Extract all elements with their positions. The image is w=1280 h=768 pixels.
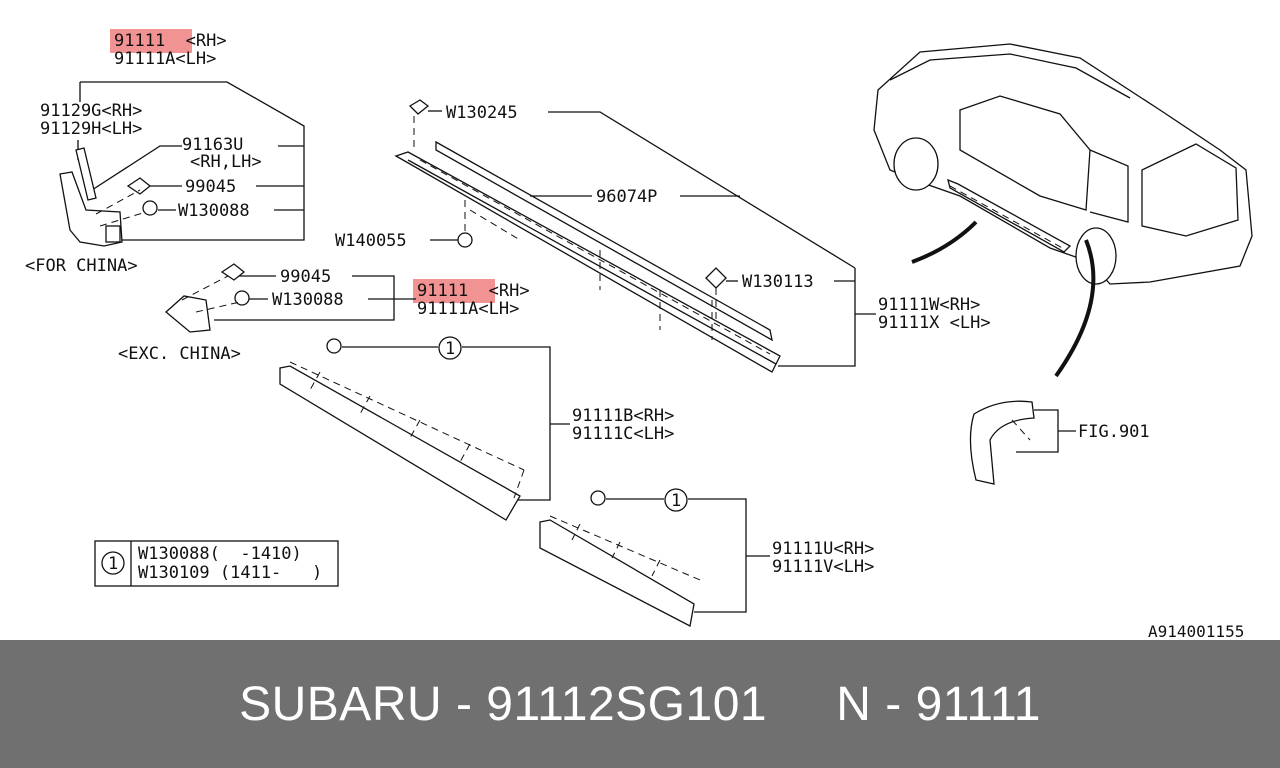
reference-number: A914001155	[1148, 622, 1244, 640]
clip-99045-b-part	[220, 263, 246, 281]
label-top-main-lh: 91111A<LH>	[114, 49, 216, 69]
clip-bc-part	[326, 338, 342, 354]
label-w130088-b: W130088	[272, 290, 344, 310]
garnish-uv-part	[539, 519, 695, 627]
garnish-bc-part	[279, 365, 521, 521]
label-91163u: 91163U	[182, 135, 243, 155]
label-91163u-side: <RH,LH>	[190, 152, 262, 172]
label-91129h: 91129H<LH>	[40, 119, 142, 139]
bracket-exc-china	[214, 275, 395, 321]
car-illustration: FIG.901	[873, 43, 1253, 485]
label-91111b: 91111B<RH>	[572, 406, 674, 426]
label-96074p: 96074P	[596, 187, 657, 207]
legend-box: 1 W130088( -1410) W130109 (1411- )	[94, 540, 339, 587]
label-99045-b: 99045	[280, 267, 331, 287]
legend-line-1: W130088( -1410)	[138, 544, 302, 564]
label-w130088-a: W130088	[178, 201, 250, 221]
diagram-canvas: 91111 <RH> 91111A<LH> 91129G<RH> 91129H<…	[25, 29, 1253, 640]
label-w130113: W130113	[742, 272, 814, 292]
exc-china-group: 99045 W130088 91111 <RH> 91111A<LH> <EXC…	[118, 263, 530, 364]
circle-label-1b: 1	[671, 491, 681, 511]
screw-w140055-part	[457, 232, 473, 248]
bracket-sill	[778, 268, 856, 367]
label-mid-main-lh: 91111A<LH>	[417, 299, 519, 319]
label-fig-901: FIG.901	[1078, 422, 1150, 442]
footer-bar: SUBARU - 91112SG101 N - 91111	[0, 640, 1280, 768]
screw-w130088-a-part	[142, 200, 158, 216]
highlight-top-part	[110, 29, 192, 53]
parts-diagram: 91111 <RH> 91111A<LH> 91129G<RH> 91129H<…	[25, 29, 1253, 640]
circle-ref-1b	[664, 488, 688, 512]
clip-w130245-part	[408, 99, 430, 115]
circle-ref-1a	[438, 336, 462, 360]
part-number-caption: SUBARU - 91112SG101 N - 91111	[239, 677, 1041, 731]
label-99045-a: 99045	[185, 177, 236, 197]
label-91111u: 91111U<RH>	[772, 539, 874, 559]
label-mid-main-rh: 91111 <RH>	[417, 281, 530, 301]
circle-label-1a: 1	[445, 339, 455, 359]
label-w140055: W140055	[335, 231, 407, 251]
clip-99045-a-part	[126, 177, 152, 195]
mud-flap-exc-part	[165, 295, 211, 333]
label-91111v: 91111V<LH>	[772, 557, 874, 577]
label-91129g: 91129G<RH>	[40, 101, 142, 121]
bracket-top-main	[80, 81, 305, 241]
label-91111x: 91111X <LH>	[878, 313, 991, 333]
side-sill-group: W130245 96074P W140055 W130113 91111W<RH…	[335, 99, 991, 373]
label-w130245: W130245	[446, 103, 518, 123]
legend-circle	[101, 551, 125, 575]
label-top-main-rh: 91111 <RH>	[114, 31, 227, 51]
garnish-uv-group: 1 91111U<RH> 91111V<LH>	[539, 488, 874, 627]
garnish-bc-group: 1 91111B<RH> 91111C<LH>	[279, 336, 674, 521]
label-for-china: <FOR CHINA>	[25, 256, 138, 276]
car-front-wheel	[893, 137, 939, 191]
label-91111w: 91111W<RH>	[878, 295, 980, 315]
label-91111c: 91111C<LH>	[572, 424, 674, 444]
car-sill-highlight	[947, 178, 1072, 253]
label-exc-china: <EXC. CHINA>	[118, 344, 241, 364]
for-china-group: 91111 <RH> 91111A<LH> 91129G<RH> 91129H<…	[25, 31, 305, 276]
clip-uv-part	[590, 490, 606, 506]
clip-w130113-part	[705, 267, 727, 289]
legend-symbol: 1	[108, 554, 118, 574]
legend-line-2: W130109 (1411- )	[138, 563, 322, 583]
screw-w130088-b-part	[234, 290, 250, 306]
bracket-uv	[688, 498, 747, 613]
car-rear-wheel	[1075, 227, 1117, 285]
highlight-mid-part	[413, 279, 495, 303]
fender-liner-part	[969, 400, 1035, 485]
